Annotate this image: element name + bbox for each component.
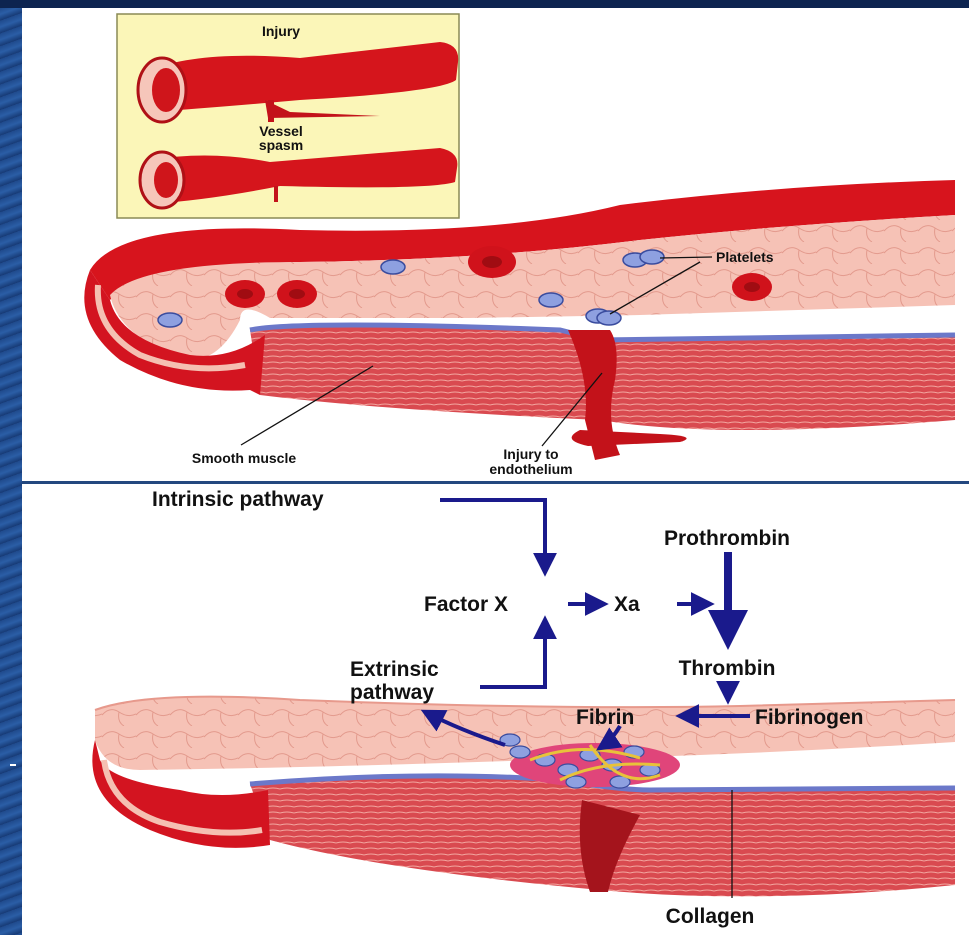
platelets-label: Platelets (716, 249, 774, 265)
fibrin-label: Fibrin (576, 706, 634, 729)
vessel-illustration-top (84, 180, 955, 460)
smooth-muscle-label: Smooth muscle (192, 450, 296, 466)
thrombin-label: Thrombin (679, 657, 776, 680)
prothrombin-label: Prothrombin (664, 527, 790, 550)
intrinsic-pathway-label: Intrinsic pathway (152, 488, 324, 511)
extrinsic-label-line1: Extrinsic (350, 658, 439, 681)
collagen-label: Collagen (666, 905, 755, 928)
factor-x-label: Factor X (424, 593, 508, 616)
fibrinogen-label: Fibrinogen (755, 706, 864, 729)
injury-endothelium-label-line1: Injury to (503, 446, 558, 462)
injury-endothelium-label-line2: endothelium (489, 461, 572, 477)
inset-box: Injury Vessel spasm (117, 14, 459, 218)
inset-injury-label: Injury (262, 23, 300, 39)
extrinsic-label-line2: pathway (350, 681, 434, 704)
xa-label: Xa (614, 593, 640, 616)
inset-spasm-label: spasm (259, 137, 303, 153)
